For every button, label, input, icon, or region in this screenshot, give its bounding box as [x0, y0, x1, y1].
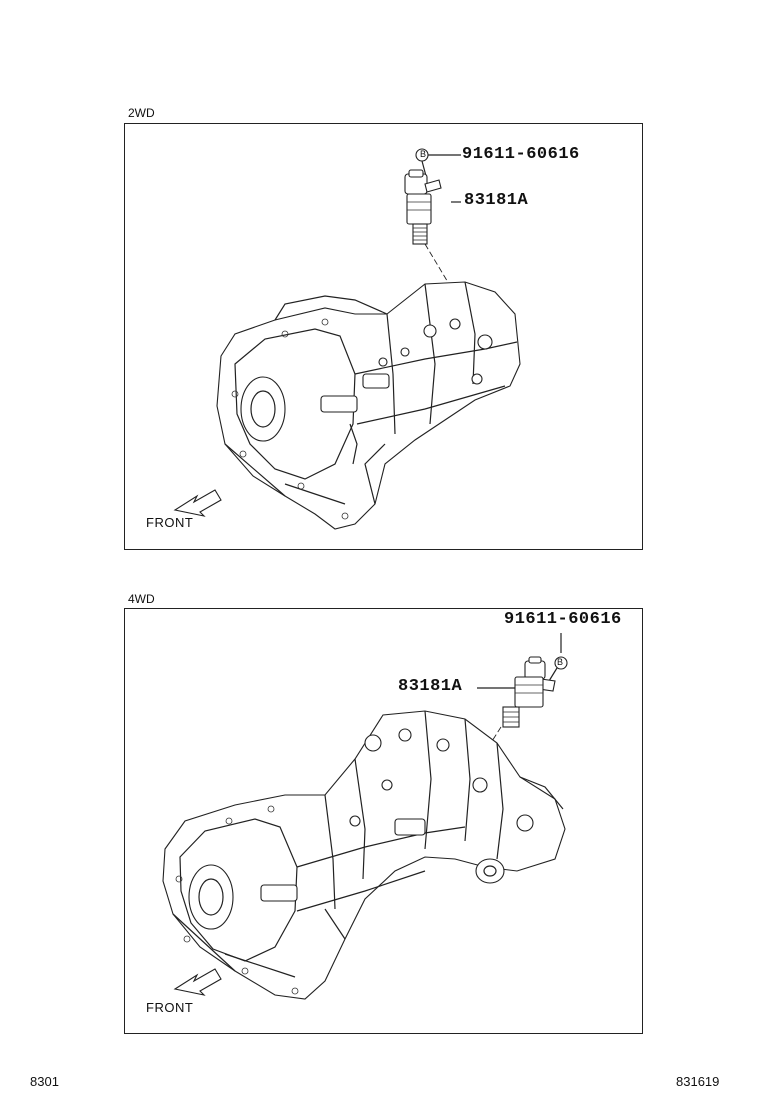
bolt-part-number-2wd: 91611-60616: [462, 145, 580, 164]
diagram-panel-4wd: [124, 608, 643, 1034]
section-label-4wd: 4WD: [128, 592, 155, 606]
section-label-2wd: 2WD: [128, 106, 155, 120]
sensor-part-number-2wd: 83181A: [464, 191, 529, 210]
front-label-4wd: FRONT: [146, 1000, 194, 1015]
bolt-part-number-4wd: 91611-60616: [504, 610, 622, 629]
front-arrow-icon: [173, 489, 222, 517]
front-arrow-icon: [173, 968, 222, 996]
speed-sensor-icon: [502, 656, 556, 728]
bolt-marker-letter-4wd: B: [556, 657, 563, 667]
gearbox-2wd-body: [216, 281, 521, 530]
front-label-2wd: FRONT: [146, 515, 194, 530]
transmission-2wd-illustration: [173, 148, 521, 530]
bolt-marker-letter-2wd: B: [419, 149, 426, 159]
transmission-4wd-illustration: [162, 633, 568, 1000]
bolt-marker-circle: [554, 656, 568, 670]
diagram-panel-2wd: [124, 123, 643, 550]
sensor-part-number-4wd: 83181A: [398, 677, 463, 696]
footer-left-code: 8301: [30, 1074, 59, 1089]
speed-sensor-icon: [404, 169, 442, 245]
footer-right-code: 831619: [676, 1074, 720, 1089]
gearbox-4wd-body: [162, 710, 566, 1000]
